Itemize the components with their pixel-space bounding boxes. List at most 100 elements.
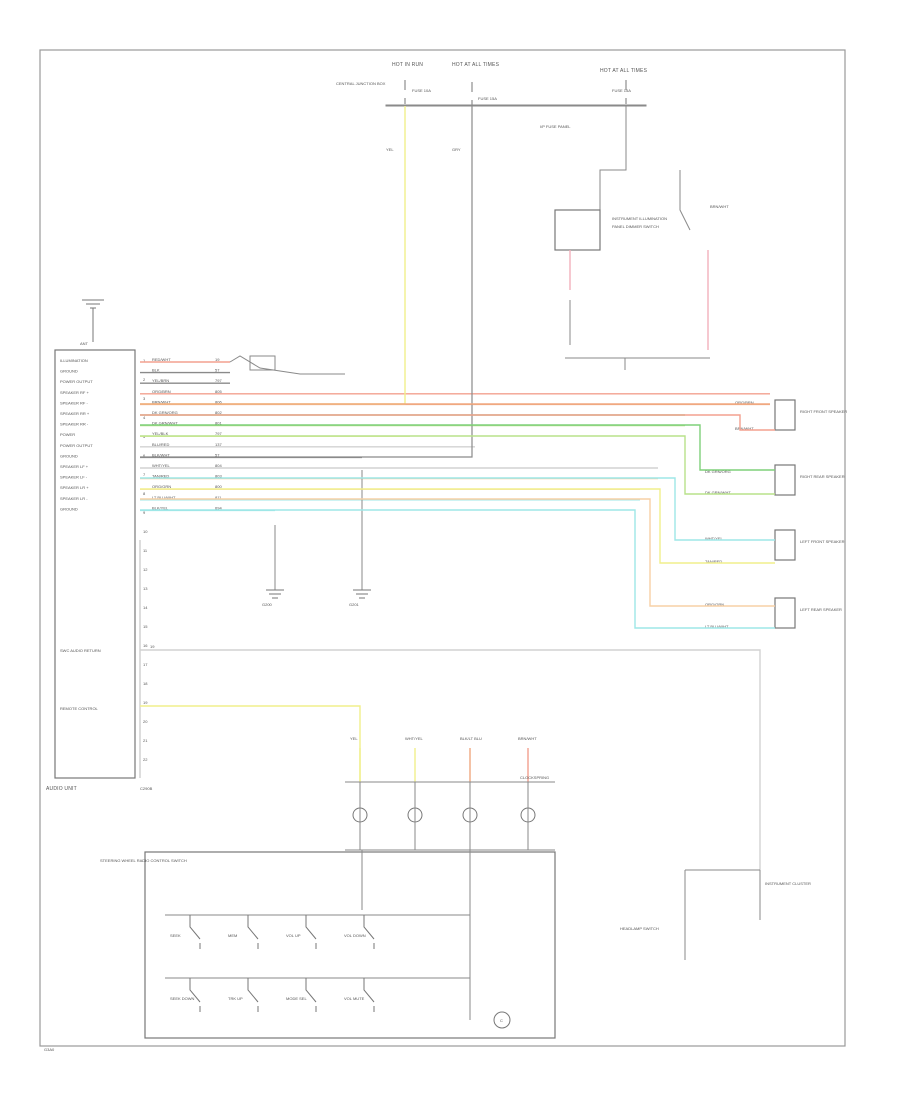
switch-label: MODE SEL (286, 996, 307, 1001)
speaker-rr (774, 464, 796, 496)
conn-number: 22 (143, 757, 148, 762)
pin-label: GROUND (60, 369, 78, 374)
switch-contact (305, 915, 317, 949)
lf-w2: TAN/RED (705, 559, 722, 564)
conn-number: 18 (143, 681, 148, 686)
switch-label: SEEK DOWN (170, 996, 195, 1001)
rf-w1: ORG/BRN (735, 400, 754, 405)
pin-label: SPEAKER RR - (60, 422, 89, 427)
cluster-bracket (684, 869, 761, 920)
harness-color: WHT/YEL (152, 463, 171, 468)
switch-contact (363, 978, 375, 1012)
ref-label: C (500, 1018, 503, 1023)
harness-circuit: 811 (215, 495, 222, 500)
lr-w2: LT BLU/WHT (705, 624, 729, 629)
harness-color: TAN/RED (152, 474, 169, 479)
switch-contact (189, 978, 201, 1012)
illumination-switch-area: INSTRUMENT ILLUMINATION PANEL DIMMER SWI… (554, 106, 729, 370)
switch-line (679, 170, 691, 231)
switch-contact (305, 978, 317, 1012)
harness-color: LT BLU/WHT (152, 495, 176, 500)
switch-group-label: STEERING WHEEL RADIO CONTROL SWITCH (100, 858, 187, 863)
harness-color: DK GRN/WHT (152, 421, 178, 426)
pin-label: SPEAKER RF - (60, 400, 88, 405)
switch-contact (363, 915, 375, 949)
fuse-c-label: FUSE 15A (612, 88, 631, 93)
harness-circuit: 804 (215, 463, 222, 468)
conn-number: 6 (143, 453, 146, 458)
harness-color: YEL/BLK (152, 431, 169, 436)
conn-number: 2 (143, 377, 146, 382)
switch-label: VOL UP (286, 933, 301, 938)
harness-circuit: 801 (215, 421, 222, 426)
pin-label: POWER (60, 432, 75, 437)
harness-circuit: 57 (215, 452, 220, 457)
speaker-wire (140, 498, 775, 607)
fuse-b-label: FUSE 15A (478, 96, 497, 101)
clock-pin-label: BRN/WHT (518, 736, 537, 741)
speaker-lf (774, 529, 796, 561)
speaker-wire (140, 477, 775, 541)
harness-circuit: 19 (215, 357, 220, 362)
switch-label: VOL MUTE (344, 996, 365, 1001)
speaker-wire (140, 414, 775, 431)
illum-label-a: INSTRUMENT ILLUMINATION (612, 216, 667, 221)
lr-w1: ORG/GRN (705, 602, 724, 607)
clock-pin-label: BLK/LT BLU (460, 736, 482, 741)
central-box-label: CENTRAL JUNCTION BOX (336, 81, 386, 86)
switch-contact (247, 978, 259, 1012)
speaker-wire (140, 435, 775, 495)
switch-label: MEM (228, 933, 237, 938)
conn-number: 1 (143, 358, 146, 363)
harness-color: BLK (152, 368, 160, 373)
harness-color: BLK/YEL (152, 505, 169, 510)
lf-w1: WHT/YEL (705, 536, 724, 541)
conn-number: 12 (143, 567, 148, 572)
speaker-wires (140, 403, 775, 629)
ref-circle (493, 1011, 511, 1029)
cluster-label: INSTRUMENT CLUSTER (765, 881, 811, 886)
rr-w2: DK GRN/WHT (705, 490, 731, 495)
pin-label: POWER OUTPUT (60, 379, 93, 384)
pin-label: SPEAKER LR - (60, 496, 88, 501)
ground-icon-b (353, 589, 371, 599)
pin-label: GROUND (60, 453, 78, 458)
harness-color: BLK/WHT (152, 452, 170, 457)
conn-number: 7 (143, 472, 146, 477)
conn-number: 9 (143, 510, 146, 515)
power-sources: HOT IN RUN HOT AT ALL TIMES HOT AT ALL T… (336, 62, 647, 152)
swc-wire (140, 649, 761, 870)
clock-pin-label: YEL (350, 736, 358, 741)
illum-link (229, 355, 345, 375)
footer-code: G3A0 (44, 1047, 55, 1052)
antenna-icon (82, 299, 104, 342)
speaker-lr-label: LEFT REAR SPEAKER (800, 607, 842, 612)
harness-color: BLU/RED (152, 442, 169, 447)
pin-swc: SWC AUDIO RETURN (60, 648, 101, 653)
harness-color: BRN/WHT (152, 399, 171, 404)
pin-label: SPEAKER LF - (60, 475, 88, 480)
harness-circuit: 137 (215, 442, 222, 447)
ground-icon-a (266, 589, 284, 599)
rf-w2: BRN/WHT (735, 426, 754, 431)
switch-module (144, 851, 556, 1039)
harness-color: DK GRN/ORG (152, 410, 178, 415)
switch-label: VOL DOWN (344, 933, 366, 938)
speaker-wire (140, 424, 775, 471)
audio-unit-label: AUDIO UNIT (46, 786, 77, 792)
pin-label: SPEAKER LF + (60, 464, 89, 469)
switch-contact (247, 915, 259, 949)
harness-color: ORG/BRN (152, 389, 171, 394)
pin-remote: REMOTE CONTROL (60, 706, 99, 711)
hot-always-label: HOT AT ALL TIMES (452, 62, 500, 68)
remote-wire (140, 705, 361, 782)
conn-number: 11 (143, 548, 148, 553)
conn-number: 19 (143, 700, 148, 705)
switch-contact (189, 915, 201, 949)
wire-a-label: YEL (386, 147, 394, 152)
fuse-bus (385, 104, 647, 107)
speakers: RIGHT FRONT SPEAKER RIGHT REAR SPEAKER L… (705, 399, 847, 629)
audio-unit-box (54, 349, 136, 779)
